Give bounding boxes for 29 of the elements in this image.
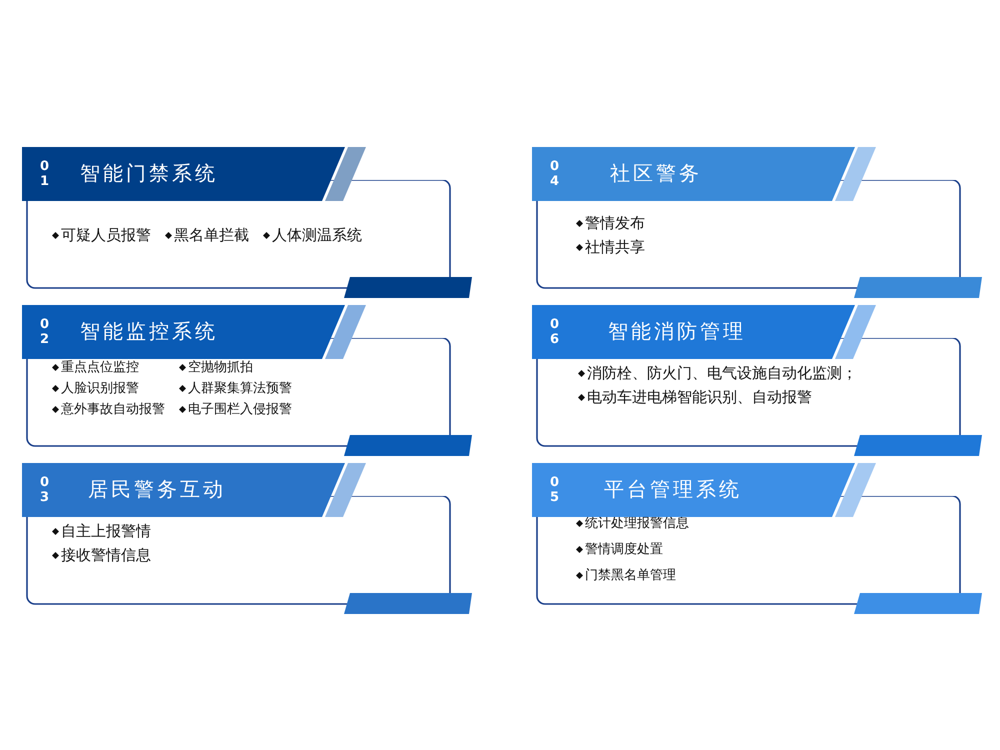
list-item: 社情共享 <box>585 237 645 257</box>
section-number: 02 <box>40 317 49 347</box>
card-heading: 平台管理系统 <box>604 476 742 503</box>
list-item: 门禁黑名单管理 <box>585 567 676 584</box>
section-number: 01 <box>40 159 49 189</box>
list-item: 可疑人员报警 <box>61 225 151 245</box>
list-item: 重点点位监控 <box>61 359 139 376</box>
list-item: 人群聚集算法预警 <box>188 380 292 397</box>
list-item: 黑名单拦截 <box>174 225 249 245</box>
section-number: 03 <box>40 475 49 505</box>
list-item: 自主上报警情 <box>61 521 151 541</box>
list-item: 电动车进电梯智能识别、自动报警 <box>587 387 812 407</box>
list-item: 空抛物抓拍 <box>188 359 253 376</box>
list-item: 人脸识别报警 <box>61 380 139 397</box>
card-heading: 智能消防管理 <box>608 318 746 345</box>
list-item: 人体测温系统 <box>272 225 362 245</box>
list-item: 意外事故自动报警 <box>61 401 165 418</box>
list-item: 消防栓、防火门、电气设施自动化监测； <box>587 363 857 383</box>
list-item: 警情发布 <box>585 213 645 233</box>
section-number: 06 <box>550 317 559 347</box>
card-heading: 智能门禁系统 <box>80 160 218 187</box>
section-number: 04 <box>550 159 559 189</box>
card-heading: 居民警务互动 <box>88 476 226 503</box>
card-heading: 智能监控系统 <box>80 318 218 345</box>
list-item: 警情调度处置 <box>585 541 663 558</box>
section-number: 05 <box>550 475 559 505</box>
list-item: 接收警情信息 <box>61 545 151 565</box>
list-item: 电子围栏入侵报警 <box>188 401 292 418</box>
card-heading: 社区警务 <box>610 160 702 187</box>
